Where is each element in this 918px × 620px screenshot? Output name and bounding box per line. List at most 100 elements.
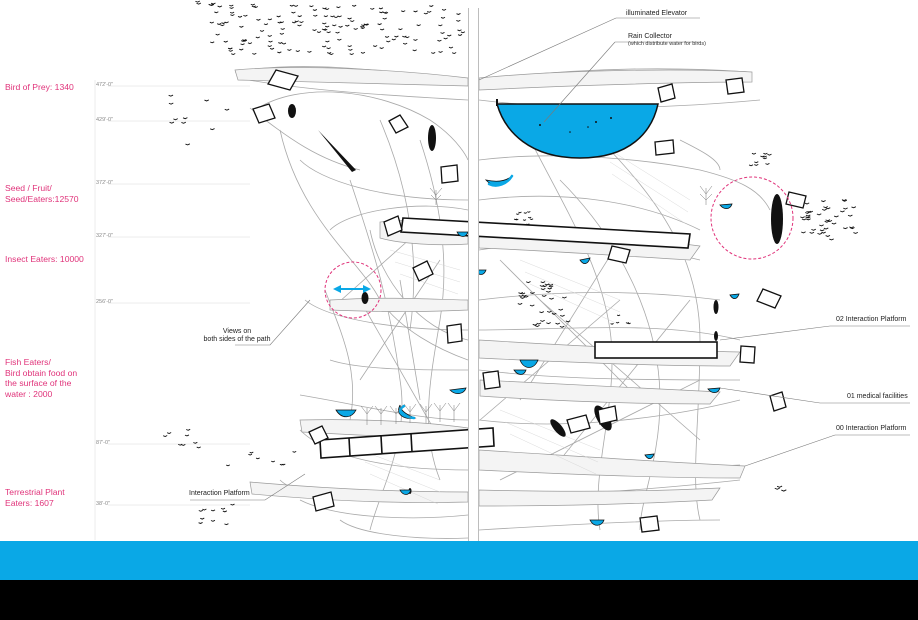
bird-flock-mark (800, 216, 805, 219)
bird-flock-mark (555, 322, 561, 325)
bird-flock-mark (438, 50, 443, 53)
bird-flock-mark (361, 24, 366, 27)
bird-flock-mark (379, 28, 385, 31)
bird-flock-mark (529, 304, 535, 307)
bird-flock-mark (520, 292, 526, 295)
bird-flock-mark (240, 43, 245, 46)
bird-flock-mark (184, 434, 190, 437)
bird-flock-mark (530, 291, 535, 294)
bird-flock-mark (821, 200, 826, 203)
bird-flock-mark (457, 34, 463, 36)
bird-flock-mark (229, 11, 235, 14)
bird-flock-mark (214, 11, 219, 14)
bird-flock-mark (447, 34, 452, 37)
label-plant-eaters-line2: Eaters: 1607 (5, 497, 54, 508)
bird-flock-mark (220, 24, 225, 27)
bird-flock-mark (529, 218, 534, 221)
label-fish-eaters-line1: Fish Eaters/ (5, 357, 51, 367)
label-insect-eaters: Insect Eaters: 10000 (5, 254, 84, 264)
bird-flock-mark (516, 213, 520, 215)
bird-flock-mark (360, 27, 365, 29)
bottom-black-band (0, 580, 918, 620)
bird-flock-mark (196, 446, 201, 449)
bird-flock-mark (558, 308, 564, 311)
bird-flock-mark (353, 27, 358, 30)
bird-flock-mark (223, 40, 228, 43)
bird-flock-mark (322, 7, 327, 10)
bird-flock-mark (181, 121, 187, 124)
bird-flock-mark (220, 507, 226, 510)
height-mark-38: 38'-0" (96, 501, 111, 507)
bird-flock-mark (615, 321, 620, 324)
bird-flock-mark (312, 29, 317, 31)
bird-flock-mark (352, 4, 357, 7)
bird-flock-mark (360, 25, 365, 28)
bird-flock-mark (327, 51, 332, 54)
bird-flock-mark (391, 38, 397, 41)
bird-flock-mark (168, 102, 174, 105)
bird-flock-mark (402, 35, 407, 38)
bird-flock-mark (185, 143, 191, 146)
bird-flock-mark (370, 7, 375, 10)
bird-flock-mark (193, 441, 198, 444)
bird-flock-mark (291, 21, 297, 24)
bird-flock-mark (335, 31, 340, 34)
bird-flock-mark (337, 15, 342, 18)
bird-flock-mark (163, 435, 168, 437)
bird-flock-mark (330, 15, 335, 18)
bird-flock-mark (198, 522, 203, 524)
bird-flock-mark (548, 285, 554, 288)
bird-flock-mark (324, 8, 330, 11)
bird-flock-mark (523, 212, 528, 214)
height-mark-256: 256'-0" (96, 299, 114, 305)
bird-flock-mark (412, 49, 417, 52)
bird-flock-mark (384, 35, 390, 38)
bird-flock-mark (416, 24, 421, 27)
callout-02-interaction-platform: 02 Interaction Platform (836, 316, 907, 323)
bird-flock-mark (549, 297, 554, 300)
bird-flock-mark (322, 22, 327, 25)
bird-flock-mark (278, 41, 283, 44)
bird-flock-mark (325, 40, 330, 43)
bird-flock-mark (299, 21, 304, 23)
bird-flock-mark (345, 24, 350, 27)
bird-flock-mark (448, 46, 454, 49)
bird-flock-mark (263, 23, 269, 26)
bird-flock-mark (227, 47, 233, 50)
bird-flock-mark (215, 33, 220, 36)
bird-flock-mark (195, 0, 201, 3)
bird-flock-mark (168, 94, 174, 97)
bird-flock-mark (394, 35, 399, 38)
bird-flock-mark (292, 450, 297, 453)
bird-flock-mark (817, 232, 823, 235)
bird-flock-mark (348, 48, 353, 51)
bird-flock-mark (239, 25, 244, 28)
bird-flock-mark (429, 5, 434, 7)
bird-flock-mark (542, 285, 547, 288)
bird-flock-mark (562, 296, 567, 299)
bird-flock-mark (540, 288, 546, 291)
bird-flock-mark (230, 14, 235, 17)
bird-flock-mark (321, 45, 327, 48)
bird-flock-mark (276, 15, 281, 18)
bird-flock-mark (754, 161, 759, 164)
bird-flock-mark (294, 20, 299, 23)
bird-flock-mark (382, 17, 387, 20)
bird-flock-mark (259, 29, 265, 32)
bird-flock-mark (824, 220, 830, 223)
bird-flock-mark (831, 222, 837, 225)
bird-flock-mark (307, 50, 312, 53)
bird-flock-mark (748, 164, 754, 167)
bird-flock-mark (401, 10, 406, 13)
bird-flock-mark (843, 207, 848, 210)
bird-flock-mark (279, 21, 284, 24)
bird-flock-mark (248, 453, 253, 456)
bird-flock-mark (413, 38, 418, 41)
bird-flock-mark (372, 45, 378, 47)
bird-flock-mark (243, 14, 248, 17)
callout-views-on-path: Views on both sides of the path (182, 328, 292, 344)
bird-flock-mark (209, 128, 215, 131)
bird-flock-mark (280, 28, 285, 30)
bird-flock-mark (312, 9, 318, 11)
bird-flock-mark (825, 207, 831, 210)
